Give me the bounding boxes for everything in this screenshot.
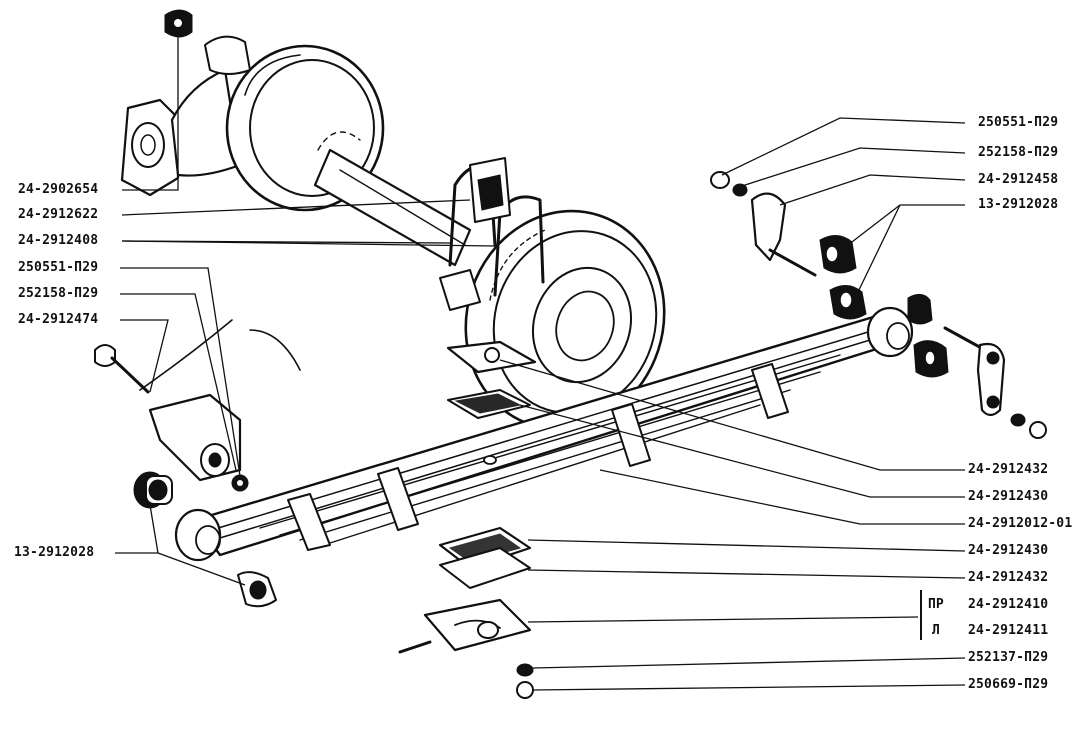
label-24-2912432-b: 24-2912432 bbox=[968, 570, 1049, 585]
label-24-2912432-a: 24-2912432 bbox=[968, 462, 1049, 477]
label-252158-right: 252158-П29 bbox=[978, 145, 1059, 160]
label-252137: 252137-П29 bbox=[968, 650, 1049, 665]
label-24-2912411: 24-2912411 bbox=[968, 623, 1049, 638]
label-24-2912408: 24-2912408 bbox=[18, 233, 99, 248]
label-24-2912012-01: 24-2912012-01 bbox=[968, 516, 1073, 531]
label-252158-left: 252158-П29 bbox=[18, 286, 99, 301]
label-250551-left: 250551-П29 bbox=[18, 260, 99, 275]
lower-pads bbox=[398, 526, 534, 699]
label-13-2912028-right: 13-2912028 bbox=[978, 197, 1059, 212]
label-24-2912430-b: 24-2912430 bbox=[968, 543, 1049, 558]
side-code-pr: ПР bbox=[928, 597, 944, 612]
u-bolts bbox=[439, 157, 545, 311]
front-bushings bbox=[133, 471, 277, 608]
label-24-2912410: 24-2912410 bbox=[968, 597, 1049, 612]
front-bracket bbox=[94, 319, 301, 492]
side-code-l: Л bbox=[932, 623, 940, 638]
label-24-2912474: 24-2912474 bbox=[18, 312, 99, 327]
leader-lines bbox=[115, 30, 966, 691]
variant-bracket bbox=[920, 590, 922, 640]
label-250551-right: 250551-П29 bbox=[978, 115, 1059, 130]
rear-shackle bbox=[710, 171, 1047, 439]
leaf-spring bbox=[174, 306, 914, 562]
spring-top-pad bbox=[446, 340, 537, 419]
label-13-2912028-left: 13-2912028 bbox=[14, 545, 95, 560]
axle-housing bbox=[120, 9, 472, 267]
label-24-2912430-a: 24-2912430 bbox=[968, 489, 1049, 504]
label-250669: 250669-П29 bbox=[968, 677, 1049, 692]
label-24-2912622: 24-2912622 bbox=[18, 207, 99, 222]
label-24-2912458: 24-2912458 bbox=[978, 172, 1059, 187]
label-24-2902654: 24-2902654 bbox=[18, 182, 99, 197]
